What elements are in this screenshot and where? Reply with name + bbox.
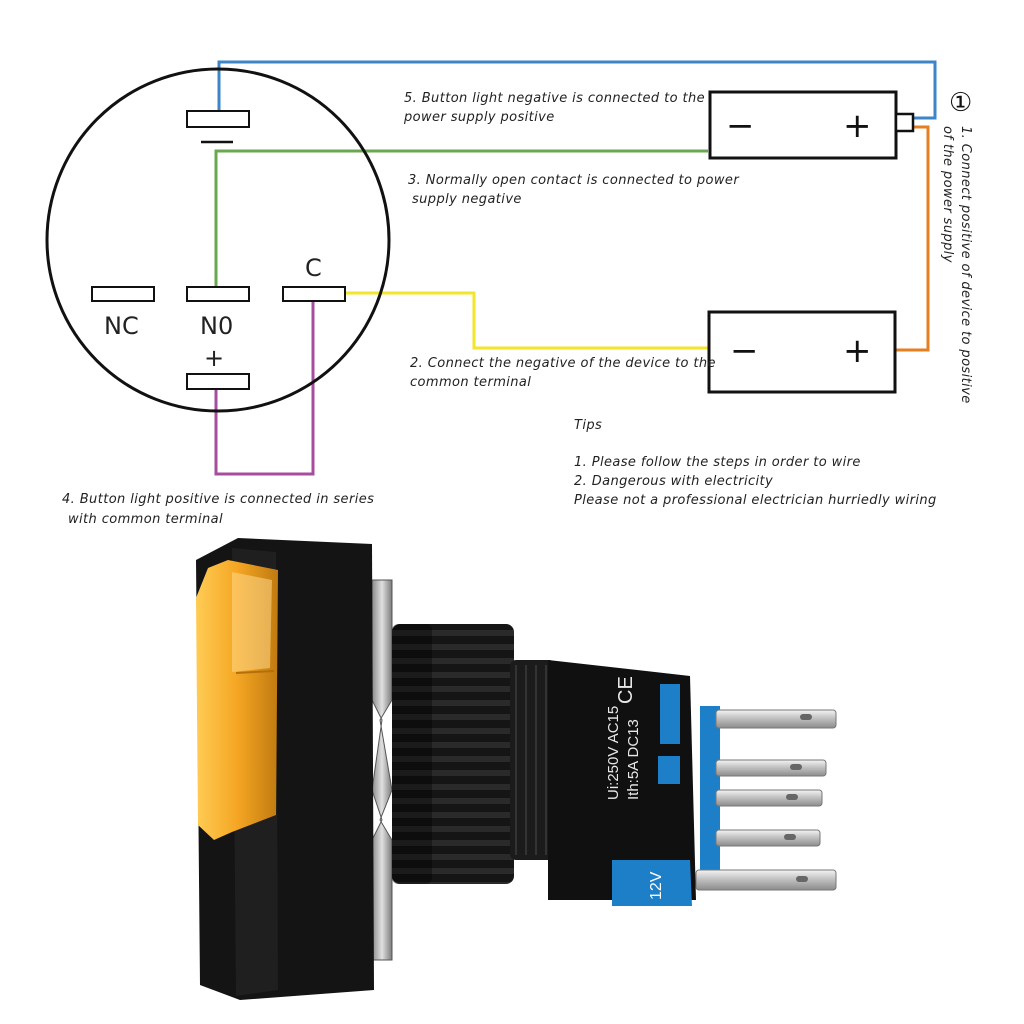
knurled-nut [392,624,514,884]
wires [214,60,937,476]
barrel-threads [515,665,547,855]
rating-line2: Ith:5A DC13 [625,719,642,800]
step5-line2: power supply positive [403,110,555,125]
device-minus-sign: − [730,331,759,371]
pin-bottom [695,869,837,891]
nc-label: NC [104,312,139,340]
step1-marker: ① [949,88,972,118]
pin-fourth [715,829,821,847]
blue-insert-mid [658,756,680,784]
step3-line2: supply negative [412,192,522,207]
tips-title: Tips [574,418,602,433]
tips-block: Tips 1. Please follow the steps in order… [574,418,937,508]
orange-wire [895,125,930,352]
pin-second [715,759,827,777]
lamp-positive-label: + [204,344,224,372]
step1-line2: of the power supply [940,126,955,263]
nc-terminal [91,286,155,302]
power-supply-terminal-nub [894,112,915,133]
step2-line2: common terminal [410,375,531,390]
threaded-barrel [510,660,555,860]
green-wire [214,149,708,287]
tips-line3: Please not a professional electrician hu… [574,493,937,508]
tips-line2: 2. Dangerous with electricity [574,474,773,489]
device-plus-sign: + [843,331,872,371]
device-battery: − + [707,310,897,394]
c-terminal [282,286,346,302]
power-supply-body [708,90,898,160]
power-supply-battery: − + [708,90,915,160]
step1-line1: 1. Connect positive of device to positiv… [958,126,973,404]
blue-wire [217,60,937,120]
lens-highlight [232,572,272,672]
nut-shade [392,624,432,884]
step5-line1: 5. Button light negative is connected to… [404,91,705,106]
step3-line1: 3. Normally open contact is connected to… [408,173,740,188]
ce-mark: CE [615,676,637,704]
device-body [707,310,897,394]
pin-third [715,789,823,807]
push-button-switch-photo: Ui:250V AC15 Ith:5A DC13 CE 12V [196,538,837,1000]
lamp-negative-terminal [186,110,250,128]
tips-line1: 1. Please follow the steps in order to w… [574,455,861,470]
c-label: C [305,254,322,282]
rating-line1: Ui:250V AC15 [605,706,622,800]
step-labels: 5. Button light negative is connected to… [62,88,973,527]
purple-wire [214,301,315,476]
power-supply-plus-sign: + [843,106,872,146]
no-label: N0 [200,312,233,340]
switch-terminal-diagram: NC N0 C + [45,67,391,413]
pin-holes [784,714,812,882]
step2-line1: 2. Connect the negative of the device to… [410,356,716,371]
step4-line1: 4. Button light positive is connected in… [62,492,374,507]
switch-body [548,660,696,900]
voltage-tag-band [612,860,692,906]
lens-divider [235,670,275,674]
mounting-clip [371,579,393,961]
blue-insert-top [660,684,680,744]
switch-outline-circle [45,67,391,413]
power-supply-minus-sign: − [726,106,755,146]
pin-top [715,709,837,729]
lamp-positive-terminal [186,373,250,390]
voltage-tag: 12V [648,871,665,900]
no-terminal [186,286,250,302]
yellow-wire [346,291,708,350]
blue-contact-block [700,706,720,876]
step4-line2: with common terminal [68,512,223,527]
